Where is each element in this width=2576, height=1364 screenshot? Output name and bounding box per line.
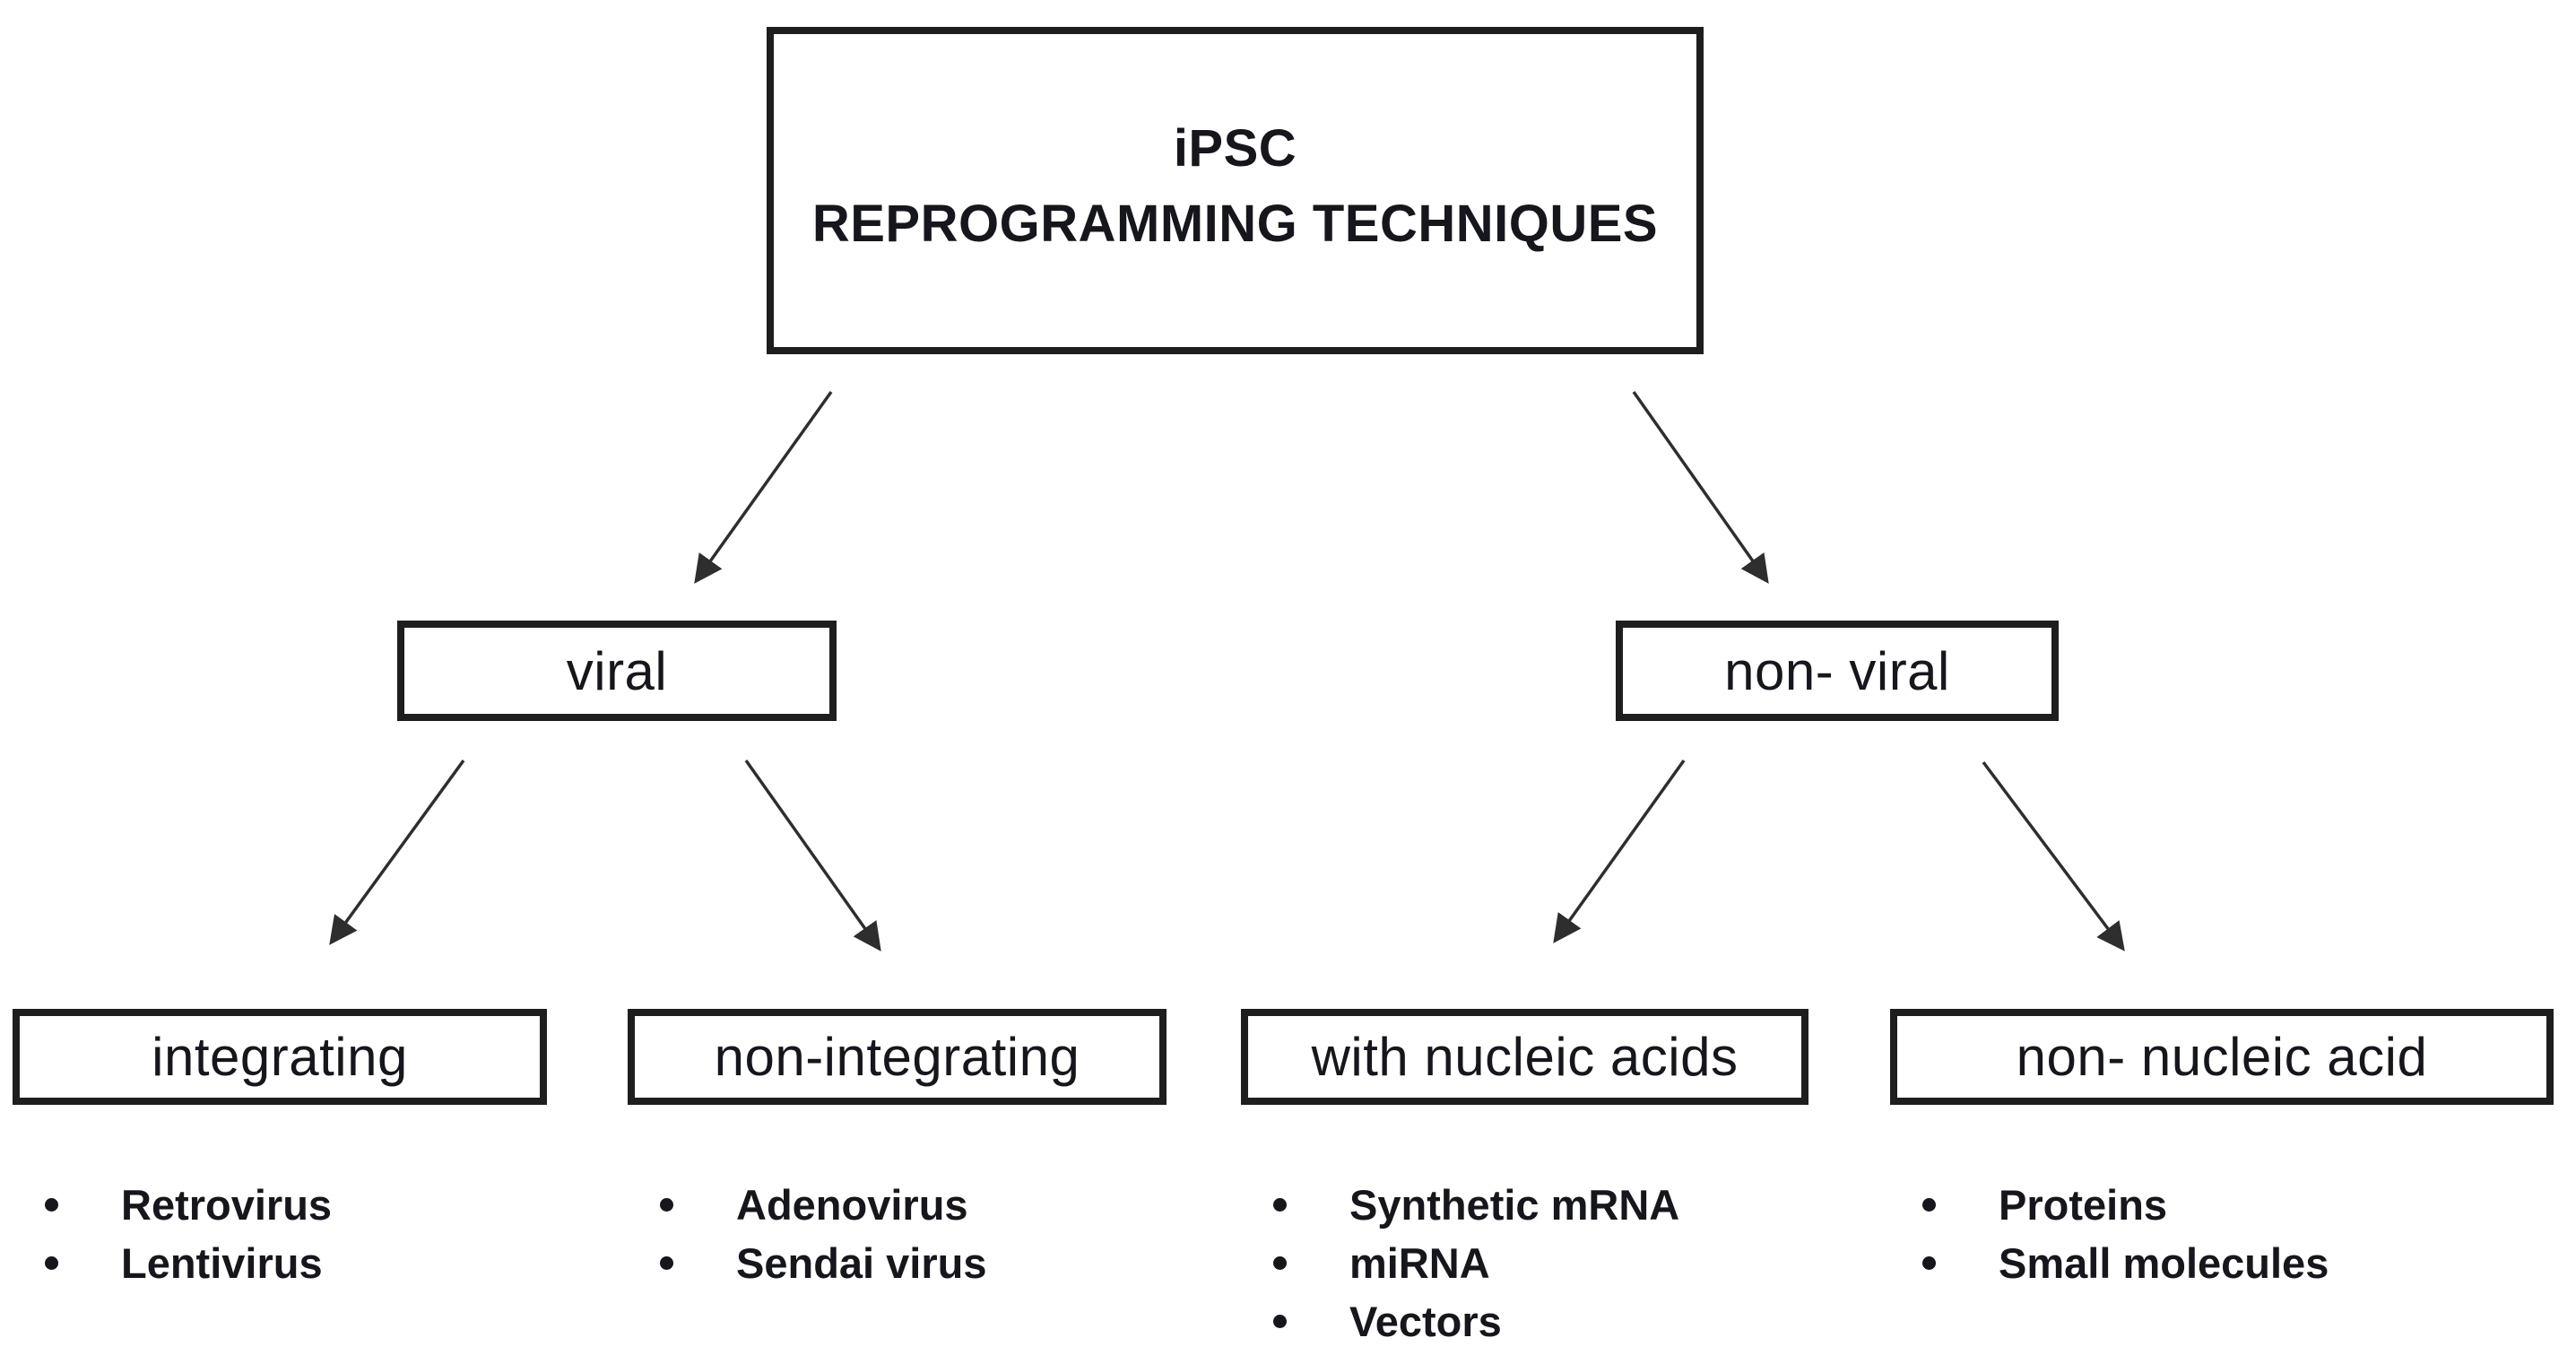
node-nonviral: non- viral: [1616, 621, 2059, 721]
list-item-label: Adenovirus: [736, 1181, 968, 1229]
arrow-root-to-viral: [694, 390, 833, 584]
arrow-viral-to-nonintegrating: [744, 759, 881, 951]
node-with-nucleic-acids-label: with nucleic acids: [1311, 1027, 1739, 1087]
list-item-label: miRNA: [1349, 1239, 1490, 1287]
list-item: Retrovirus: [13, 1176, 547, 1234]
arrow-nonviral-to-nucleic: [1553, 759, 1686, 943]
arrow-root-to-nonviral: [1632, 390, 1769, 584]
bullet-dot-icon: [1273, 1256, 1287, 1270]
list-item-label: Proteins: [1999, 1181, 2168, 1229]
list-nonintegrating: Adenovirus Sendai virus: [628, 1176, 1167, 1292]
node-nonintegrating: non-integrating: [628, 1009, 1167, 1105]
node-nonviral-label: non- viral: [1724, 640, 1950, 701]
node-viral: viral: [397, 621, 837, 721]
node-non-nucleic-acid: non- nucleic acid: [1890, 1009, 2554, 1105]
arrow-nonviral-to-nonnucleic: [1982, 760, 2125, 951]
list-item: Vectors: [1241, 1292, 1808, 1351]
bullet-dot-icon: [1273, 1198, 1287, 1212]
node-root-label-line2: REPROGRAMMING TECHNIQUES: [811, 194, 1659, 253]
node-root: iPSC REPROGRAMMING TECHNIQUES: [767, 27, 1704, 354]
list-item: Proteins: [1890, 1176, 2554, 1234]
node-nonintegrating-label: non-integrating: [714, 1027, 1080, 1087]
node-root-label-line1: iPSC: [1173, 118, 1297, 178]
list-item-label: Synthetic mRNA: [1349, 1181, 1680, 1229]
bullet-dot-icon: [660, 1256, 673, 1270]
bullet-dot-icon: [45, 1256, 58, 1270]
list-item-label: Vectors: [1349, 1298, 1502, 1345]
node-integrating-label: integrating: [152, 1027, 408, 1087]
bullet-dot-icon: [1922, 1256, 1936, 1270]
arrow-viral-to-integrating: [329, 759, 465, 945]
list-item-label: Retrovirus: [121, 1181, 333, 1229]
list-integrating: Retrovirus Lentivirus: [13, 1176, 547, 1292]
list-non-nucleic-acid: Proteins Small molecules: [1890, 1176, 2554, 1292]
bullet-dot-icon: [45, 1198, 58, 1212]
bullet-dot-icon: [1922, 1198, 1936, 1212]
list-item-label: Sendai virus: [736, 1239, 987, 1287]
bullet-dot-icon: [1273, 1315, 1287, 1328]
bullet-dot-icon: [660, 1198, 673, 1212]
list-item: Small molecules: [1890, 1234, 2554, 1292]
list-item: Adenovirus: [628, 1176, 1167, 1234]
list-item-label: Small molecules: [1999, 1239, 2329, 1287]
list-item: Lentivirus: [13, 1234, 547, 1292]
node-non-nucleic-acid-label: non- nucleic acid: [2016, 1027, 2428, 1087]
list-item: miRNA: [1241, 1234, 1808, 1292]
node-integrating: integrating: [13, 1009, 547, 1105]
node-viral-label: viral: [566, 640, 668, 701]
list-item-label: Lentivirus: [121, 1239, 323, 1287]
list-item: Sendai virus: [628, 1234, 1167, 1292]
list-item: Synthetic mRNA: [1241, 1176, 1808, 1234]
node-with-nucleic-acids: with nucleic acids: [1241, 1009, 1808, 1105]
list-with-nucleic-acids: Synthetic mRNA miRNA Vectors: [1241, 1176, 1808, 1351]
